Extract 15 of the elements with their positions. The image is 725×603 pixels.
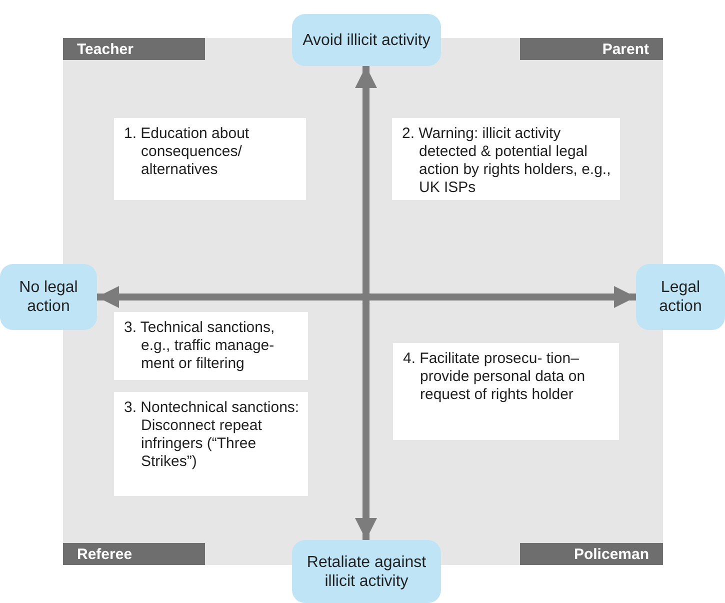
note-box: 4. Facilitate prosecu- tion–provide personal data on request of rights holder (393, 343, 619, 440)
outcome-box: No legal action (0, 264, 97, 330)
note-box: 3. Nontechnical sanctions: Disconnect repeat infringers (“Three Strikes”) (114, 392, 308, 496)
double-headed-arrow (355, 66, 377, 540)
role-label-bar: Teacher (63, 38, 205, 60)
double-headed-arrow (97, 286, 636, 308)
outcome-box: Legal action (636, 264, 725, 330)
role-label-bar: Referee (63, 543, 205, 565)
outcome-box: Avoid illicit activity (292, 14, 441, 66)
note-box: 3. Technical sanctions, e.g., traffic manage- ment or filtering (114, 312, 308, 380)
role-label-bar: Policeman (520, 543, 663, 565)
note-box: 2. Warning: illicit activity detected & potential legal action by rights holders, e.g., UK ISPs (392, 118, 620, 200)
note-box: 1. Education about consequences/ alternatives (114, 118, 306, 200)
role-label-bar: Parent (520, 38, 663, 60)
outcome-box: Retaliate against illicit activity (292, 540, 441, 603)
